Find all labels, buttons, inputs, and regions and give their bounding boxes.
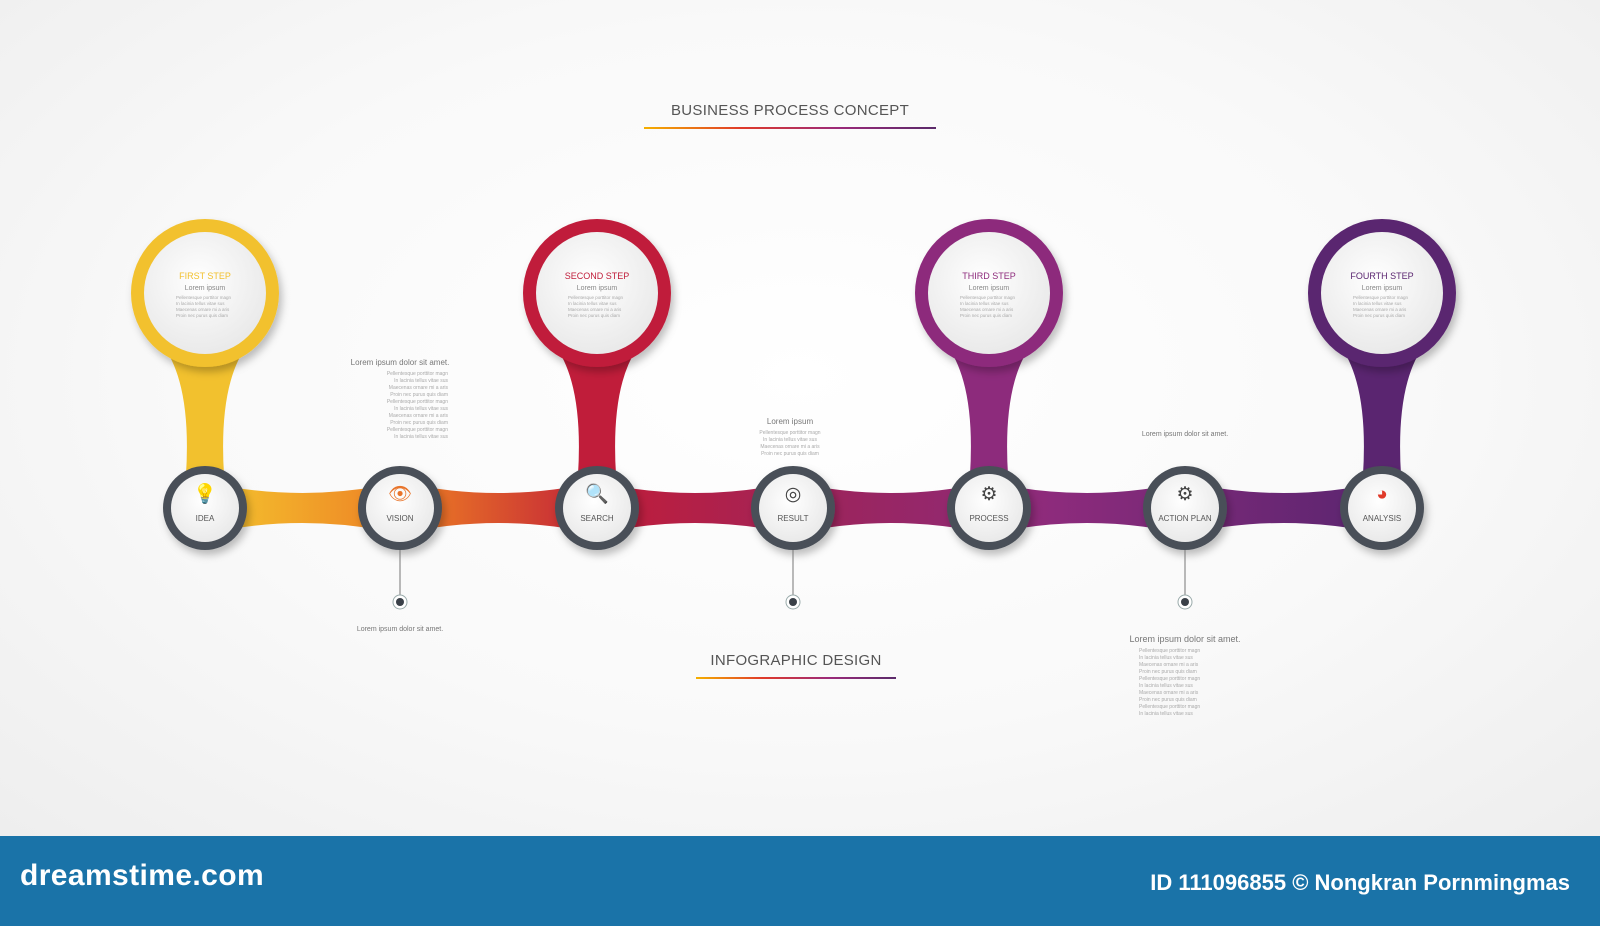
connector-link [1185,482,1382,534]
top-heading-text: BUSINESS PROCESS CONCEPT [670,102,910,119]
bubble-stem [161,343,249,508]
bubble-stem [1338,343,1426,508]
step-title: FIRST STEP [179,271,231,281]
node-label: RESULT [777,514,809,523]
connector-link [793,482,989,534]
magnifier-icon: 🔍 [585,484,609,505]
node-face [955,474,1023,542]
eye-bulb-icon: 👁 [387,484,413,505]
connector-link [205,482,400,534]
action-note-top-text: Lorem ipsum dolor sit amet. [1141,431,1229,438]
step-subtitle: Lorem ipsum [576,285,618,292]
pin-dot [1181,598,1189,606]
result-note-top-body: Pellentesque porttitor magn In lacinia t… [759,430,821,457]
node-face [366,474,434,542]
image-credit: ID 111096855 © Nongkran Pornmingmas [1150,870,1570,895]
node-face [171,474,239,542]
node-face [1348,474,1416,542]
bottom-heading-underline [696,677,896,679]
step-bubble-face [928,232,1050,354]
top-heading: BUSINESS PROCESS CONCEPT [644,102,936,129]
timeline-diagram [131,219,1456,610]
step-body: Pellentesque porttitor magn In lacinia t… [960,295,1016,318]
connector-link [989,482,1185,534]
node-label: SEARCH [580,514,614,523]
step-subtitle: Lorem ipsum [1361,285,1403,292]
top-heading-underline [644,127,936,129]
bottom-heading: INFOGRAPHIC DESIGN [696,652,896,679]
action-note-bottom-body: Pellentesque porttitor magn In lacinia t… [1139,648,1201,717]
action-note-top: Lorem ipsum dolor sit amet. [1135,431,1235,438]
step-body: Pellentesque porttitor magn In lacinia t… [568,295,624,318]
target-icon: ◎ [784,484,802,505]
step-title: THIRD STEP [962,271,1016,281]
node-label: ANALYSIS [1362,514,1402,523]
lightbulb-icon: 💡 [193,484,217,505]
node-label: VISION [386,514,414,523]
connector-link [597,482,793,534]
vision-note-top-title: Lorem ipsum dolor sit amet. [350,358,450,367]
step-subtitle: Lorem ipsum [968,285,1010,292]
action-note-bottom: Lorem ipsum dolor sit amet. Pellentesque… [1115,634,1255,718]
node-label: ACTION PLAN [1158,514,1212,523]
brand-logo[interactable]: dreamstime.com [20,859,265,892]
bottom-heading-text: INFOGRAPHIC DESIGN [710,652,882,669]
vision-note-top: Lorem ipsum dolor sit amet. Pellentesque… [340,358,460,441]
step-title: FOURTH STEP [1350,271,1414,281]
result-note-top-title: Lorem ipsum [766,417,814,426]
pin-dot [396,598,404,606]
bubble-stem [553,343,641,508]
bubble-stem [945,343,1033,508]
pie-chart-icon: ◕ [1376,484,1388,505]
step-body: Pellentesque porttitor magn In lacinia t… [1353,295,1409,318]
node-label: IDEA [195,514,215,523]
node-face [759,474,827,542]
footer-banner: dreamstime.com ID 111096855 © Nongkran P… [0,836,1600,926]
step-bubble-face [144,232,266,354]
step-bubble-face [1321,232,1443,354]
connector-link [400,482,597,534]
step-bubble-face [536,232,658,354]
infographic-canvas: BUSINESS PROCESS CONCEPT [0,0,1600,836]
vision-note-top-body: Pellentesque porttitor magn In lacinia t… [386,371,448,440]
step-body: Pellentesque porttitor magn In lacinia t… [176,295,232,318]
action-note-bottom-title: Lorem ipsum dolor sit amet. [1129,634,1241,644]
vision-note-bottom: Lorem ipsum dolor sit amet. [350,626,450,633]
result-note-top: Lorem ipsum Pellentesque porttitor magn … [750,417,830,458]
node-label: PROCESS [969,514,1009,523]
presentation-gears-icon: ⚙ [1176,484,1194,505]
node-face [563,474,631,542]
step-title: SECOND STEP [564,271,630,281]
vision-note-bottom-text: Lorem ipsum dolor sit amet. [356,626,444,633]
pin-dot [789,598,797,606]
gear-icon: ⚙ [980,484,998,505]
node-face [1151,474,1219,542]
step-subtitle: Lorem ipsum [184,285,226,292]
